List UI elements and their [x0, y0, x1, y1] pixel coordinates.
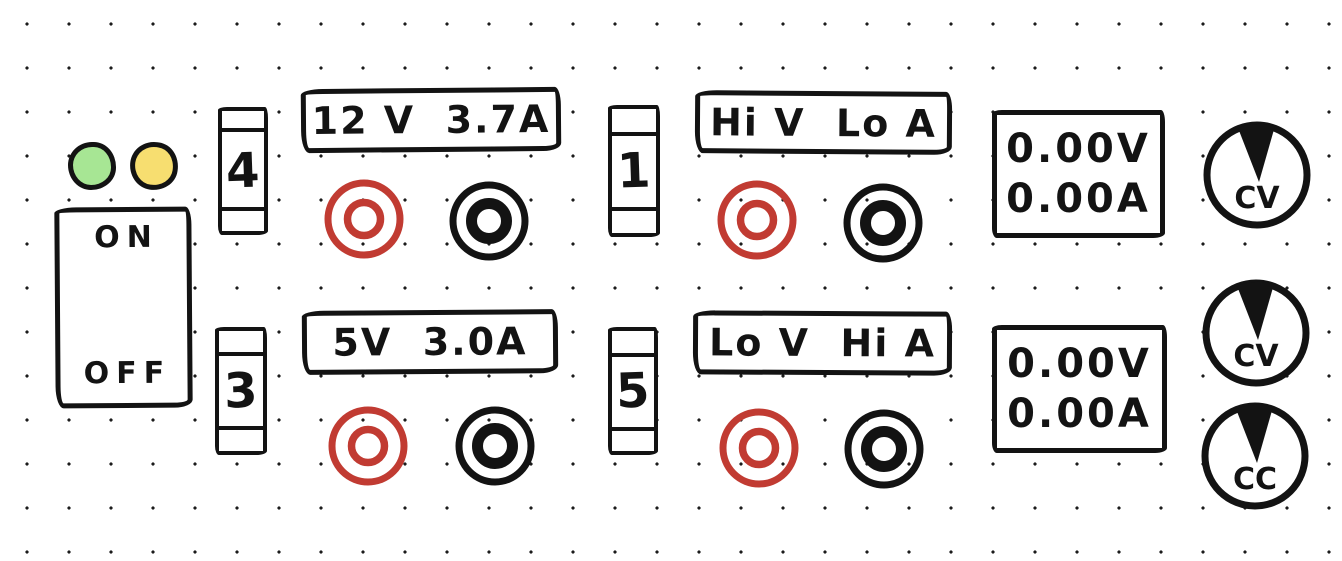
power-on-label: ON: [94, 219, 159, 256]
rating-label-lo-v: Lo V Hi A: [692, 310, 953, 376]
fuse-number: 4: [225, 142, 261, 200]
meter-display-2: 0.00V 0.00A: [992, 325, 1167, 453]
rating-text: Hi V Lo A: [709, 99, 938, 146]
power-led-yellow: [126, 138, 182, 194]
rating-text: 12 V 3.7A: [311, 96, 551, 144]
negative-jack-lo-v[interactable]: [842, 407, 926, 491]
fuse-cap-line: [222, 128, 264, 132]
negative-jack-hi-v[interactable]: [841, 181, 925, 265]
power-switch[interactable]: ON OFF: [54, 206, 193, 409]
fuse-cap-line: [219, 426, 263, 430]
knob-label: CC: [1233, 462, 1277, 497]
meter-volts: 0.00V: [1007, 341, 1152, 387]
rating-text: Lo V Hi A: [708, 320, 937, 366]
power-led-green: [68, 142, 116, 190]
current-knob[interactable]: CC: [1200, 401, 1310, 511]
fuse-number: 1: [616, 142, 652, 200]
knob-pointer-icon: [1237, 281, 1274, 340]
fuse-number: 3: [223, 362, 259, 420]
power-off-label: OFF: [83, 355, 172, 392]
voltage-knob-2[interactable]: CV: [1201, 278, 1311, 388]
meter-amps: 0.00A: [1007, 391, 1152, 437]
knob-pointer-icon: [1238, 123, 1275, 182]
rating-label-5v: 5V 3.0A: [301, 309, 559, 375]
fuse-holder-1[interactable]: 1: [608, 105, 660, 237]
fuse-cap-line: [222, 207, 264, 211]
fuse-holder-5[interactable]: 5: [608, 327, 658, 455]
positive-jack-5v[interactable]: [326, 404, 410, 488]
fuse-number: 5: [615, 362, 651, 420]
fuse-cap-line: [612, 427, 654, 431]
positive-jack-lo-v[interactable]: [717, 406, 801, 490]
fuse-cap-line: [612, 353, 654, 357]
knob-label: CV: [1234, 181, 1280, 216]
fuse-holder-3[interactable]: 3: [215, 327, 267, 455]
fuse-cap-line: [612, 132, 656, 136]
rating-label-hi-v: Hi V Lo A: [694, 90, 953, 155]
fuse-cap-line: [219, 352, 263, 356]
meter-display-1: 0.00V 0.00A: [992, 110, 1165, 238]
positive-jack-hi-v[interactable]: [715, 178, 799, 262]
fuse-cap-line: [612, 207, 656, 211]
negative-jack-5v[interactable]: [453, 404, 537, 488]
rating-label-12v: 12 V 3.7A: [300, 86, 562, 154]
rating-text: 5V 3.0A: [332, 319, 528, 365]
fuse-holder-4[interactable]: 4: [218, 107, 268, 235]
meter-amps: 0.00A: [1006, 176, 1151, 222]
meter-volts: 0.00V: [1006, 126, 1151, 172]
knob-label: CV: [1233, 339, 1279, 374]
positive-jack-12v[interactable]: [322, 177, 406, 261]
voltage-knob-1[interactable]: CV: [1202, 120, 1312, 230]
negative-jack-12v[interactable]: [447, 179, 531, 263]
knob-pointer-icon: [1236, 404, 1273, 463]
